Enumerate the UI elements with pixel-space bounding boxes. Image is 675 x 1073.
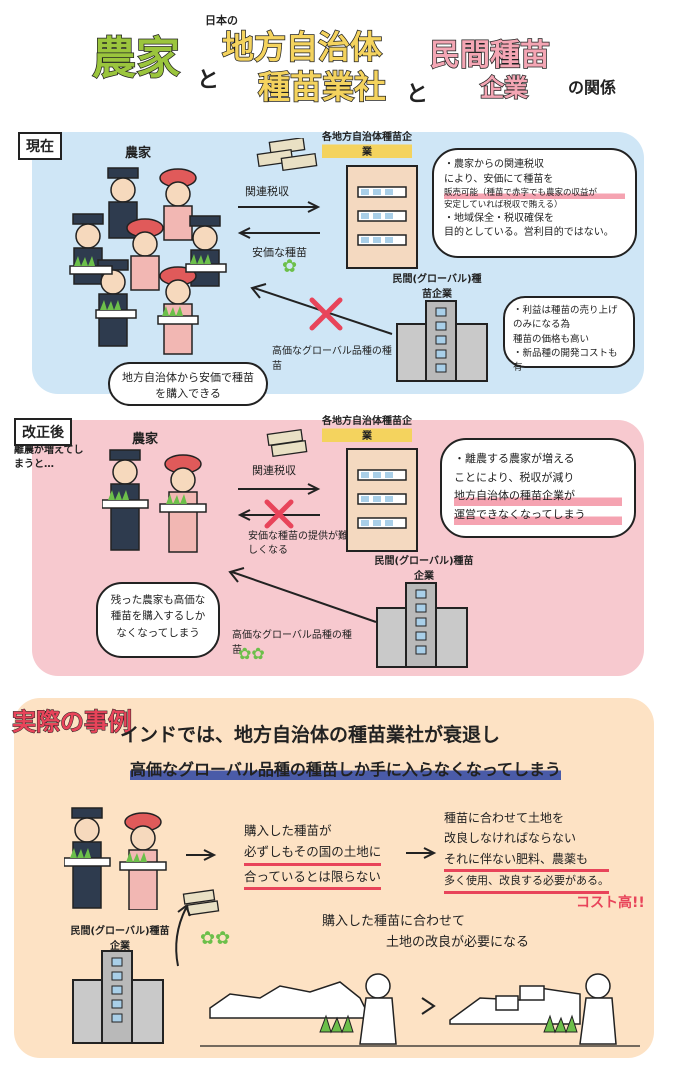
current-local-bubble: ・農家からの関連税収 により、安価にて種苗を 販売可能（種苗で赤字でも農家の収益…: [432, 148, 637, 258]
revised-farmer-bubble: 残った農家も高価な種苗を購入するしかなくなってしまう: [96, 582, 220, 658]
current-private-bubble-line: ・新品種の開発コストも有: [513, 347, 618, 373]
example-step2-line: 種苗に合わせて土地を: [444, 811, 565, 825]
cost-high-label: コスト高!!: [576, 895, 645, 911]
title-local-l1: 地方自治体: [221, 27, 383, 67]
example-arrow-up: [175, 904, 191, 967]
revised-cheap-seed-label: 安価な種苗の提供が難しくなる: [248, 531, 348, 556]
revised-local-bubble: ・離農する農家が増える ことにより、税収が減り 地方自治体の種苗企業が 運営でき…: [440, 438, 636, 538]
current-private-label: 民間(グローバル)種苗企業: [392, 274, 482, 300]
current-private-bubble: ・利益は種苗の売り上げ のみになる為 種苗の価格も高い ・新品種の開発コストも有: [503, 296, 635, 373]
revised-tag-note: 離農が増えてしまうと…: [14, 445, 84, 470]
revised-private-company-building: [376, 582, 468, 668]
current-cheap-seed-label: 安価な種苗: [252, 246, 307, 259]
current-tag: 現在: [18, 132, 62, 160]
seed-arrow-left: [237, 227, 320, 239]
current-local-bubble-line: ・地域保全・税収確保を: [444, 212, 554, 224]
revised-blocked-cross-icon: [264, 499, 294, 529]
title-private-l2: 企業: [479, 73, 529, 103]
revised-global-seed-arrow: [228, 567, 377, 623]
money-bills-small-icon: [266, 428, 308, 458]
current-private-bubble-line: のみになる為: [513, 319, 571, 331]
example-step1-line: 必ずしもその国の土地に: [244, 841, 382, 866]
revised-local-company-building: [346, 448, 418, 552]
example-step2-line: それに伴ない肥料、農薬も: [444, 849, 609, 873]
example-private-label: 民間(グローバル)種苗企業: [70, 926, 170, 952]
current-local-bubble-line: 販売可能（種苗で赤字でも農家の収益が: [444, 187, 625, 200]
example-step2-line: 多く使用、改良する必要がある。: [444, 872, 609, 894]
current-farmers-label: 農家: [125, 146, 152, 161]
revised-farmers-illustration: [102, 449, 207, 553]
current-local-label: 各地方自治体種苗企業: [322, 128, 412, 158]
tax-arrow-right: [238, 201, 321, 213]
example-private-company-building: [72, 950, 164, 1044]
title-prefix: 日本の: [205, 14, 238, 27]
example-step1: 購入した種苗が 必ずしもその国の土地に 合っているとは限らない: [244, 820, 382, 890]
title-to-1: と: [197, 68, 220, 93]
example-bottom-caption-line: 土地の改良が必要になる: [386, 934, 530, 950]
example-step2-line: 改良しなければならない: [444, 831, 577, 846]
current-global-seed-label: 高価なグローバル品種の種苗: [272, 346, 392, 372]
revised-local-bubble-line: 地方自治体の種苗企業が: [454, 487, 622, 507]
example-heading: 実際の事例: [12, 708, 133, 737]
revised-farmers-label: 農家: [132, 432, 159, 447]
example-step1-line: 購入した種苗が: [244, 823, 332, 838]
example-line2: 高価なグローバル品種の種苗しか手に入らなくなってしまう: [130, 756, 562, 780]
seedling-icon: ✿: [282, 256, 298, 277]
revised-local-label: 各地方自治体種苗企業: [322, 412, 412, 442]
example-bottom-caption: 購入した種苗に合わせて 土地の改良が必要になる: [322, 912, 529, 954]
revised-private-label: 民間(グローバル)種苗企業: [374, 556, 474, 582]
example-step1-line: 合っているとは限らない: [244, 866, 382, 890]
current-local-bubble-line: ・農家からの関連税収: [444, 159, 544, 170]
blocked-cross-icon: [309, 297, 343, 331]
example-step2: 種苗に合わせて土地を 改良しなければならない それに伴ない肥料、農薬も 多く使用…: [444, 808, 609, 894]
revised-local-bubble-line: 運営できなくなってしまう: [454, 506, 622, 525]
land-improvement-scene: [200, 973, 640, 1047]
revised-tag: 改正後: [14, 418, 72, 446]
current-private-bubble-line: ・利益は種苗の売り上げ: [513, 305, 618, 316]
revised-tax-arrow-right: [238, 483, 321, 495]
example-line1: インドでは、地方自治体の種苗業社が衰退し: [120, 724, 501, 746]
farmers-group-illustration: [69, 167, 227, 355]
example-arrow-2: [406, 847, 437, 859]
title-local-l2: 種苗業社: [257, 67, 387, 107]
revised-global-seed-label: 高価なグローバル品種の種苗: [232, 630, 352, 656]
example-arrow-1: [186, 849, 217, 861]
current-tax-label: 関連税収: [245, 185, 289, 198]
local-company-building: [346, 165, 418, 269]
current-local-bubble-line: により、安価にて種苗を: [444, 173, 554, 185]
title-farmers: 農家: [91, 32, 181, 85]
revised-seedling-icon: ✿✿: [238, 644, 265, 663]
example-money-icon: [182, 889, 220, 916]
example-farmers-illustration: [64, 807, 167, 910]
current-local-bubble-line: 目的としている。営利目的ではない。: [444, 227, 614, 239]
example-bottom-caption-line: 購入した種苗に合わせて: [322, 914, 466, 929]
revised-tax-label: 関連税収: [252, 464, 296, 477]
current-private-bubble-line: 種苗の価格も高い: [513, 333, 590, 345]
title-private-l1: 民間種苗: [429, 37, 551, 74]
example-seedling-icon: ✿✿: [200, 928, 231, 949]
title-to-2: と: [406, 82, 429, 107]
revised-local-bubble-line: ・離農する農家が増える: [454, 452, 575, 465]
current-farmer-bubble: 地方自治体から安価で種苗を購入できる: [108, 362, 268, 406]
current-local-bubble-line: 安定していれば税収で賄える）: [444, 200, 563, 211]
private-company-building: [396, 300, 488, 382]
revised-local-bubble-line: ことにより、税収が減り: [454, 470, 575, 484]
money-bills-icon: [256, 138, 318, 172]
title-suffix: の関係: [568, 78, 617, 97]
